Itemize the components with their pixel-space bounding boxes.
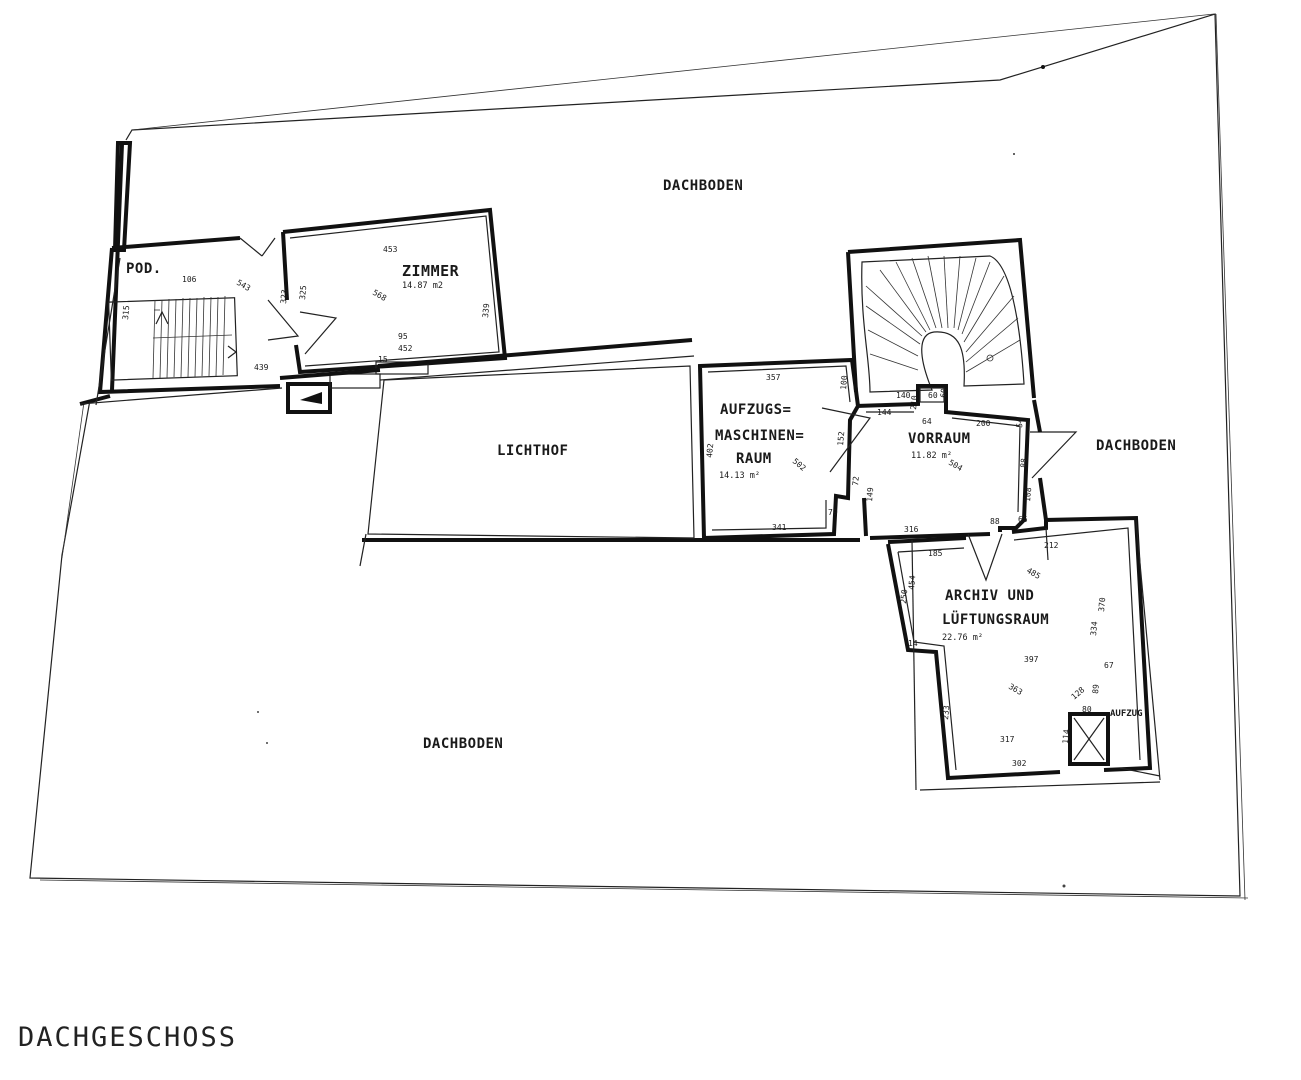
- svg-text:79: 79: [828, 508, 838, 517]
- vorraum-area: 11.82 m²: [911, 451, 952, 461]
- svg-text:152: 152: [836, 431, 846, 446]
- plan-title: DACHGESCHOSS: [18, 1022, 237, 1053]
- svg-text:323: 323: [279, 289, 289, 304]
- dimension-labels: 106 543 315 323 439 453 325 568 339 95 4…: [121, 245, 1114, 768]
- svg-text:185: 185: [928, 549, 943, 558]
- zimmer-area: 14.87 m2: [402, 281, 443, 291]
- svg-text:397: 397: [1024, 655, 1039, 664]
- svg-text:106: 106: [182, 275, 197, 284]
- svg-text:370: 370: [1097, 597, 1107, 612]
- svg-text:128: 128: [1070, 685, 1087, 701]
- svg-text:339: 339: [481, 303, 491, 318]
- left-wall: [112, 141, 133, 252]
- svg-text:453: 453: [383, 245, 398, 254]
- svg-text:65: 65: [1018, 515, 1028, 524]
- svg-text:210: 210: [909, 395, 919, 410]
- spiral-stair-walls: [846, 237, 1036, 399]
- elevator-shaft: [1068, 712, 1110, 766]
- svg-text:88: 88: [1019, 458, 1029, 469]
- vorraum-label: VORRAUM: [908, 431, 971, 447]
- svg-text:100: 100: [839, 375, 849, 390]
- svg-text:212: 212: [1044, 541, 1059, 550]
- svg-text:88: 88: [990, 517, 1000, 526]
- svg-text:144: 144: [877, 408, 892, 417]
- svg-text:14: 14: [908, 639, 918, 648]
- maschinenraum-label-3: RAUM: [736, 451, 772, 467]
- dachboden-top-label: DACHBODEN: [663, 178, 743, 194]
- spiral-stairs: [861, 255, 1025, 393]
- svg-text:504: 504: [947, 458, 964, 473]
- svg-text:80: 80: [1082, 705, 1092, 714]
- svg-text:200: 200: [976, 419, 991, 428]
- svg-text:568: 568: [371, 288, 388, 303]
- archiv-label-2: LÜFTUNGSRAUM: [942, 610, 1049, 628]
- svg-text:54: 54: [1015, 418, 1025, 429]
- lichthof-label: LICHTHOF: [497, 443, 568, 459]
- svg-text:15: 15: [378, 355, 388, 364]
- svg-text:454: 454: [907, 575, 917, 590]
- svg-text:439: 439: [254, 363, 269, 372]
- maschinenraum-area: 14.13 m²: [719, 471, 760, 481]
- svg-text:502: 502: [791, 457, 808, 473]
- vorraum-walls: [855, 384, 1031, 540]
- svg-text:114: 114: [1061, 729, 1071, 744]
- svg-text:363: 363: [1007, 682, 1024, 697]
- svg-text:60: 60: [939, 388, 949, 399]
- svg-text:341: 341: [772, 523, 787, 532]
- pod-stairs: [108, 295, 238, 381]
- svg-text:72: 72: [851, 476, 861, 487]
- svg-text:250: 250: [899, 589, 909, 604]
- svg-text:89: 89: [1091, 684, 1101, 695]
- svg-text:64: 64: [922, 417, 932, 426]
- svg-text:315: 315: [121, 305, 131, 320]
- zimmer-walls: [281, 207, 508, 375]
- svg-text:452: 452: [398, 344, 413, 353]
- svg-text:402: 402: [705, 443, 715, 458]
- svg-text:325: 325: [298, 285, 308, 300]
- svg-text:543: 543: [235, 278, 252, 293]
- svg-text:316: 316: [904, 525, 919, 534]
- svg-text:334: 334: [1089, 621, 1099, 636]
- archiv-label-1: ARCHIV UND: [945, 588, 1034, 604]
- svg-text:317: 317: [1000, 735, 1015, 744]
- archiv-walls: [886, 515, 1153, 781]
- svg-text:108: 108: [1023, 487, 1033, 502]
- dachboden-bottom-label: DACHBODEN: [423, 736, 503, 752]
- svg-text:67: 67: [1104, 661, 1114, 670]
- maschinenraum-label-1: AUFZUGS=: [720, 402, 791, 418]
- svg-text:357: 357: [766, 373, 781, 382]
- svg-text:485: 485: [1025, 566, 1042, 581]
- svg-text:302: 302: [1012, 759, 1027, 768]
- maschinenraum-label-2: MASCHINEN=: [715, 428, 804, 444]
- lichthof: [367, 365, 695, 539]
- svg-text:60: 60: [928, 391, 938, 400]
- dachboden-right-label: DACHBODEN: [1096, 438, 1176, 454]
- svg-text:149: 149: [865, 487, 875, 502]
- pod-label: POD.: [126, 261, 162, 277]
- archiv-area: 22.76 m²: [942, 633, 983, 643]
- pod-walls: [79, 236, 281, 406]
- aufzug-label: AUFZUG: [1110, 709, 1143, 719]
- svg-text:233: 233: [941, 705, 951, 720]
- svg-text:140: 140: [896, 391, 911, 400]
- shaft-box: [286, 382, 332, 414]
- svg-text:95: 95: [398, 332, 408, 341]
- outer-boundary: [29, 13, 1241, 897]
- zimmer-label: ZIMMER: [402, 262, 460, 280]
